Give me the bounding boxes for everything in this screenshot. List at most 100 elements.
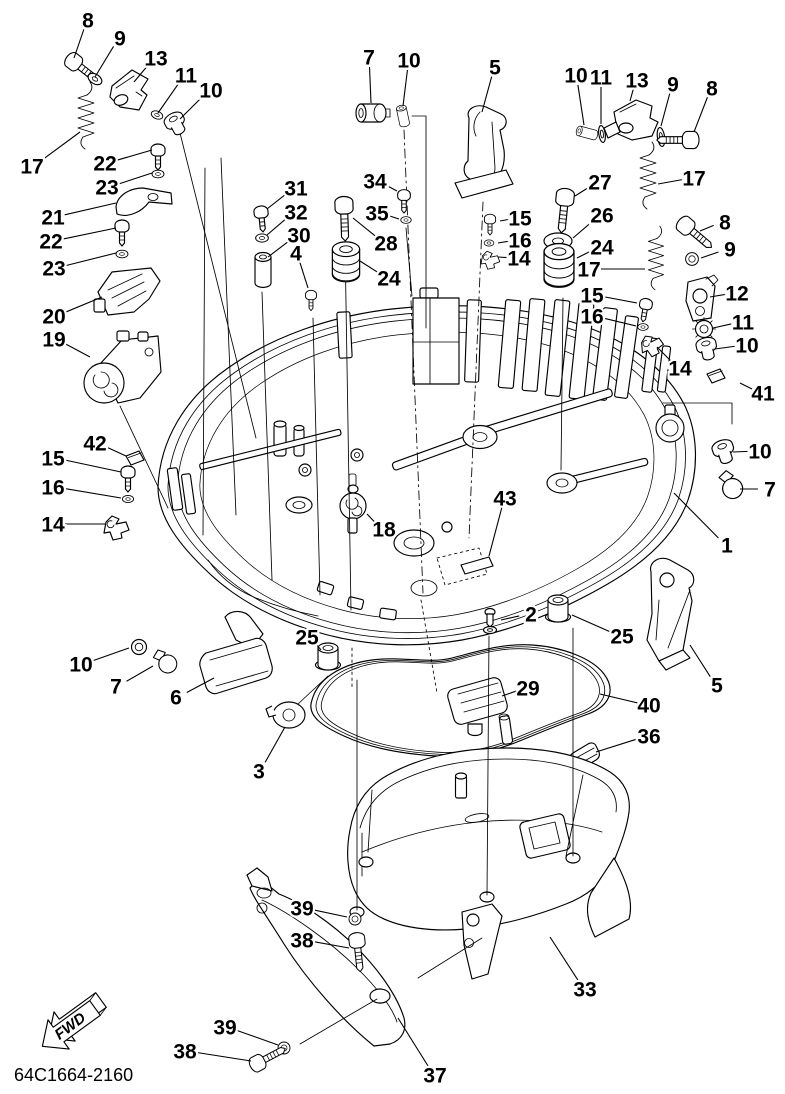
callout-37: 37 bbox=[397, 1017, 449, 1090]
callout-leader-line bbox=[264, 726, 286, 763]
callout-5: 5 bbox=[481, 54, 503, 113]
callout-30: 30 bbox=[267, 222, 313, 258]
bracket-21-drawing bbox=[115, 187, 173, 216]
callout-label: 34 bbox=[363, 171, 387, 194]
callout-13: 13 bbox=[623, 67, 651, 102]
callout-leader-line bbox=[73, 29, 85, 59]
callout-leader-line bbox=[133, 65, 149, 83]
washer-23-b bbox=[115, 249, 129, 259]
mount-25-right bbox=[544, 594, 572, 623]
callout-leader-line bbox=[657, 179, 683, 185]
callout-label: 16 bbox=[41, 477, 64, 500]
callout-label: 5 bbox=[489, 57, 501, 80]
callout-7: 7 bbox=[740, 476, 778, 504]
callout-leader-line bbox=[500, 615, 520, 621]
callout-label: 29 bbox=[516, 678, 539, 701]
assembly-guide-lines bbox=[119, 115, 733, 1045]
callout-leader-line bbox=[186, 677, 215, 694]
bracket-12-drawing bbox=[685, 274, 719, 322]
callout-leader-line bbox=[236, 1029, 279, 1046]
callout-leader-line bbox=[739, 382, 753, 390]
callout-leader-line bbox=[64, 459, 122, 473]
callout-label: 30 bbox=[287, 225, 310, 248]
callout-label: 11 bbox=[732, 312, 755, 335]
gasket-seal-drawing bbox=[310, 644, 611, 757]
callout-label: 32 bbox=[284, 202, 307, 225]
callout-19: 19 bbox=[40, 326, 91, 358]
callout-label: 1 bbox=[721, 535, 733, 558]
tag-41 bbox=[706, 368, 726, 384]
tag-42 bbox=[125, 450, 145, 466]
callout-leader-line bbox=[157, 82, 180, 114]
callout-label: 37 bbox=[423, 1065, 446, 1088]
screw-34 bbox=[397, 189, 411, 214]
callout-22: 22 bbox=[37, 227, 117, 256]
callout-31: 31 bbox=[266, 175, 310, 210]
washer-35 bbox=[400, 216, 412, 224]
callout-leader-line bbox=[497, 240, 509, 244]
callout-25: 25 bbox=[571, 614, 636, 651]
callout-6: 6 bbox=[168, 677, 215, 712]
callout-21: 21 bbox=[39, 202, 117, 232]
starter-19-drawing bbox=[83, 330, 162, 404]
screw-22-b bbox=[114, 219, 130, 247]
callout-label: 2 bbox=[525, 604, 537, 627]
callout-leader-line bbox=[179, 96, 203, 120]
callout-label: 28 bbox=[374, 233, 398, 256]
callout-16: 16 bbox=[497, 227, 534, 255]
callout-label: 15 bbox=[41, 448, 65, 471]
callout-14: 14 bbox=[497, 245, 533, 273]
bushing-10-topright bbox=[574, 125, 600, 141]
screw-15-left bbox=[120, 465, 136, 493]
callout-leader-line bbox=[313, 909, 348, 918]
spring-17-topleft bbox=[77, 81, 95, 150]
callout-38: 38 bbox=[171, 1038, 252, 1066]
diagram-code: 64C1664-2160 bbox=[14, 1065, 133, 1085]
callout-leader-line bbox=[714, 345, 736, 350]
callout-leader-line bbox=[577, 84, 585, 126]
callout-10: 10 bbox=[67, 647, 130, 679]
callout-label: 24 bbox=[377, 268, 401, 291]
callout-4: 4 bbox=[288, 240, 309, 289]
callout-43: 43 bbox=[488, 485, 519, 557]
callout-label: 15 bbox=[508, 208, 532, 231]
callout-33: 33 bbox=[549, 936, 599, 1004]
screw-15-center bbox=[483, 213, 497, 236]
callout-5: 5 bbox=[689, 644, 725, 700]
callout-39: 39 bbox=[211, 1014, 279, 1046]
callout-39: 39 bbox=[288, 895, 348, 923]
callout-label: 33 bbox=[573, 979, 596, 1002]
plate-43-drawing bbox=[460, 556, 494, 575]
callout-leader-line bbox=[299, 262, 309, 289]
callout-leader-line bbox=[603, 296, 638, 304]
callout-leader-line bbox=[64, 202, 117, 216]
callout-leader-line bbox=[572, 220, 593, 239]
callout-label: 40 bbox=[637, 695, 660, 718]
callout-label: 35 bbox=[365, 203, 389, 226]
cover-6-drawing bbox=[199, 610, 273, 695]
washer-11-topright bbox=[598, 124, 606, 144]
callout-label: 31 bbox=[284, 178, 308, 201]
callout-28: 28 bbox=[352, 217, 400, 258]
callout-leader-line bbox=[41, 131, 81, 161]
latch-5-top-drawing bbox=[454, 105, 514, 199]
callout-22: 22 bbox=[91, 149, 153, 178]
clip-14-left bbox=[103, 515, 130, 541]
callout-label: 12 bbox=[725, 283, 748, 306]
callout-label: 17 bbox=[20, 156, 43, 179]
callout-label: 16 bbox=[580, 306, 603, 329]
throttle-linkage-drawing bbox=[199, 388, 649, 557]
callout-label: 5 bbox=[711, 675, 723, 698]
callout-leader-line bbox=[267, 240, 290, 258]
callout-9: 9 bbox=[94, 25, 128, 78]
callout-leader-line bbox=[660, 93, 671, 127]
callout-leader-line bbox=[397, 1017, 429, 1067]
callout-label: 42 bbox=[83, 433, 106, 456]
callout-25: 25 bbox=[293, 624, 322, 652]
callout-label: 7 bbox=[363, 47, 375, 70]
callout-leader-line bbox=[64, 342, 91, 358]
spring-17-right-lower bbox=[647, 225, 665, 291]
callout-leader-line bbox=[481, 76, 493, 113]
callout-leader-line bbox=[366, 513, 376, 523]
